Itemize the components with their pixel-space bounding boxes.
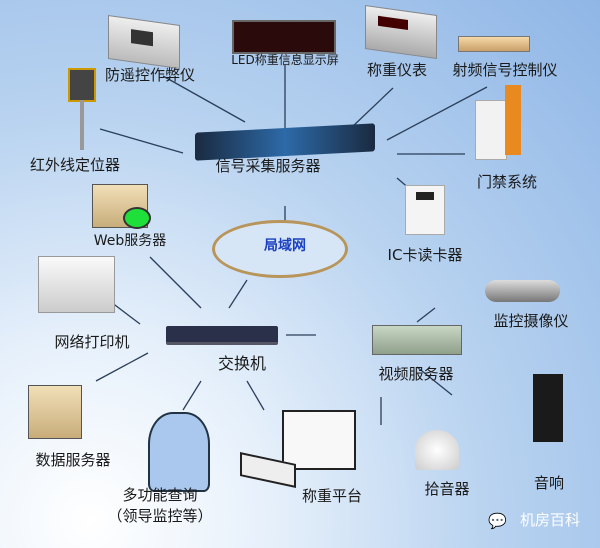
speaker-icon	[533, 374, 563, 442]
label-rf: 射频信号控制仪	[452, 61, 558, 79]
switch-icon	[166, 326, 278, 345]
label-data-server: 数据服务器	[35, 451, 111, 469]
printer-icon	[38, 256, 115, 313]
label-video-server: 视频服务器	[378, 365, 454, 383]
wechat-icon: 💬	[488, 512, 507, 530]
label-scale-meter: 称重仪表	[366, 61, 428, 79]
label-speaker: 音响	[533, 474, 565, 492]
data-server-icon	[28, 385, 82, 439]
rf-controller-icon	[458, 36, 530, 52]
label-query-sub: （领导监控等）	[107, 507, 213, 525]
line-printer	[110, 301, 141, 325]
infrared-locator-icon	[68, 68, 96, 150]
line-lan-switch	[228, 279, 248, 309]
video-server-icon	[372, 325, 462, 355]
lan-cloud-icon	[212, 220, 348, 278]
label-led: LED称重信息显示屏	[231, 53, 339, 67]
line-meter	[351, 87, 394, 128]
label-query: 多功能查询	[122, 486, 198, 504]
line-anticheat	[162, 75, 246, 123]
label-ic-reader: IC卡读卡器	[387, 246, 463, 264]
label-lan: 局域网	[264, 238, 306, 254]
line-query	[182, 380, 202, 411]
line-rf	[386, 86, 488, 141]
line-data	[95, 352, 149, 382]
user-query-icon	[148, 412, 210, 492]
camera-icon	[485, 280, 560, 302]
label-anti-cheat: 防遥控作弊仪	[104, 66, 196, 84]
label-camera: 监控摄像仪	[493, 312, 569, 330]
line-camera	[416, 307, 436, 323]
line-web	[149, 256, 202, 309]
label-switch: 交换机	[217, 354, 267, 373]
weighing-platform-icon	[282, 410, 356, 470]
label-platform: 称重平台	[301, 487, 363, 505]
access-gate-icon	[475, 100, 507, 160]
label-mic: 拾音器	[424, 480, 470, 498]
ic-reader-icon	[405, 185, 445, 235]
line-infrared	[99, 128, 184, 154]
web-server-icon	[92, 184, 151, 229]
watermark: 机房百科	[519, 511, 581, 529]
led-display-icon	[232, 20, 336, 54]
line-speaker	[416, 366, 453, 396]
label-printer: 网络打印机	[54, 333, 130, 351]
line-platform	[246, 380, 265, 411]
microphone-icon	[415, 430, 459, 470]
label-web-server: Web服务器	[93, 233, 167, 249]
barrier-gate-icon	[505, 85, 521, 155]
label-infrared: 红外线定位器	[29, 156, 121, 174]
label-signal-server: 信号采集服务器	[215, 157, 321, 175]
label-access: 门禁系统	[476, 173, 538, 191]
